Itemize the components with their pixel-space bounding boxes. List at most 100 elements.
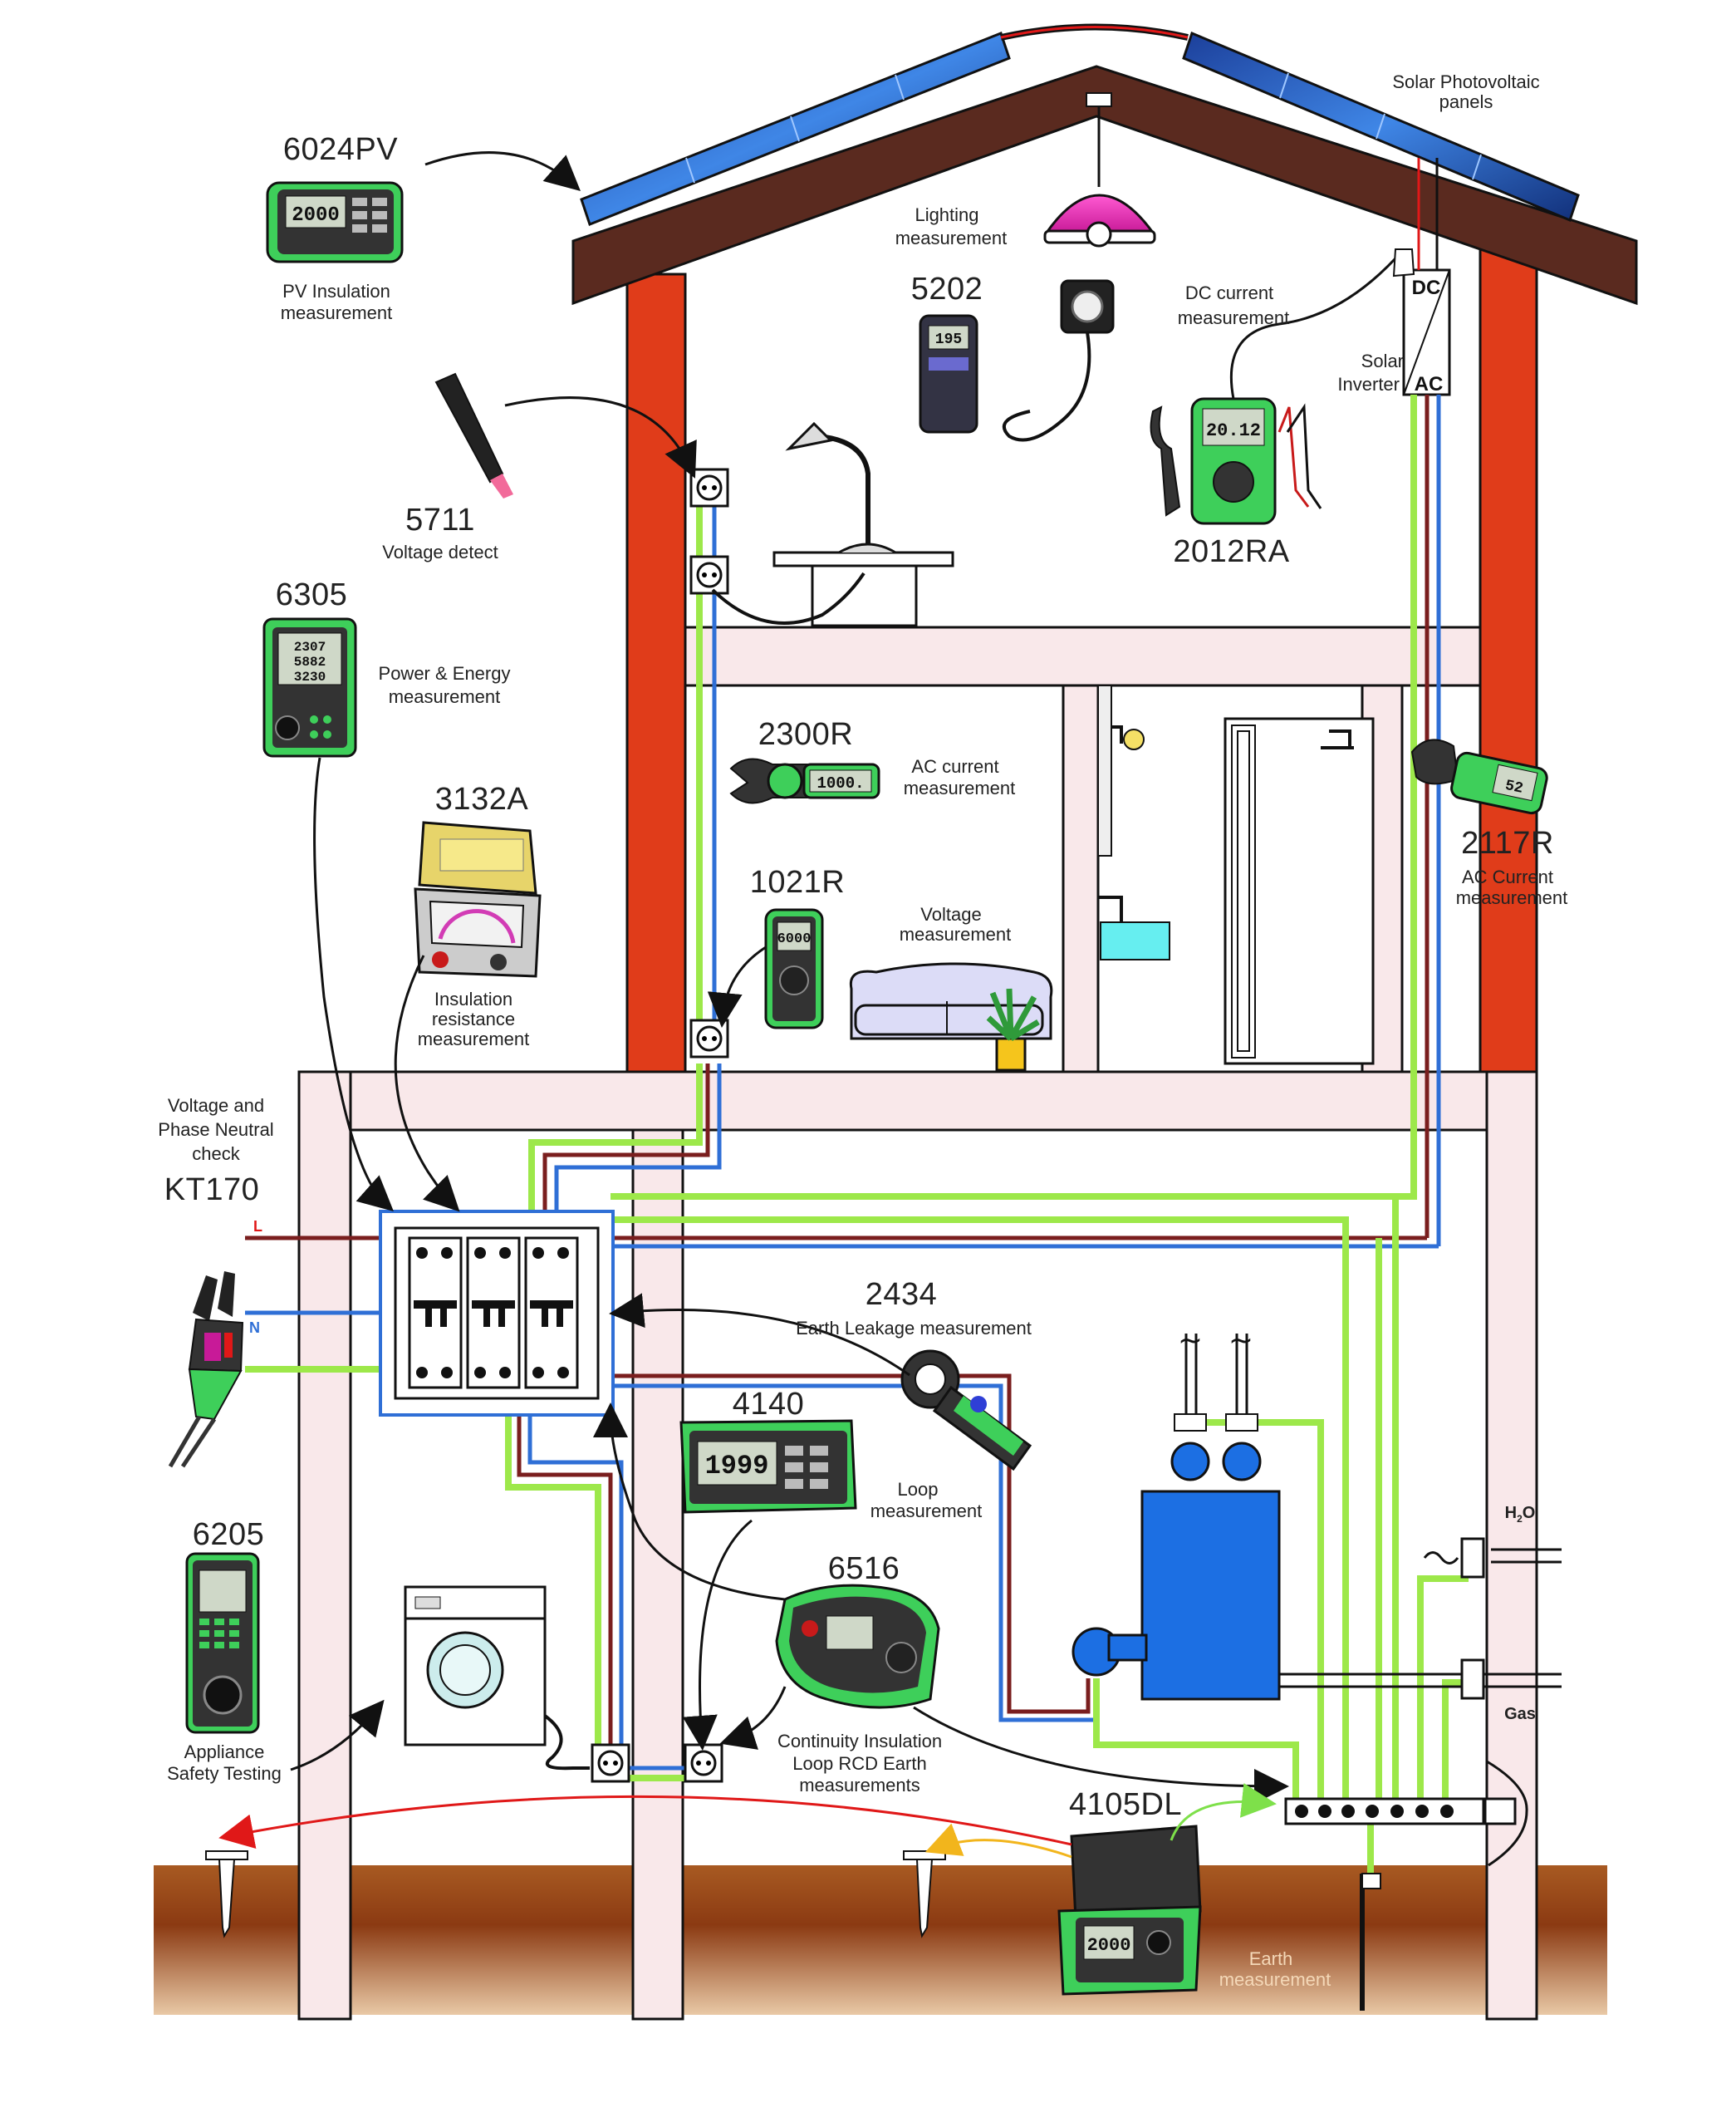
label-2117r: 2117R: [1461, 826, 1554, 861]
wire-l-label: L: [253, 1218, 262, 1235]
screen-2012: 20.12: [1206, 420, 1261, 441]
label-voltage-2: measurement: [899, 924, 1012, 945]
label-6305: 6305: [275, 577, 348, 612]
label-voltage-phase-1: Voltage and: [167, 1095, 265, 1116]
label-solar-inverter-2: Inverter: [1337, 374, 1400, 395]
label-kt170: KT170: [164, 1172, 260, 1207]
label-ac-current2-2: measurement: [1455, 887, 1568, 908]
label-3132a: 3132A: [434, 782, 529, 817]
label-power-energy-2: measurement: [388, 686, 501, 707]
lower-right-wall: [1485, 1070, 1538, 2021]
ground: [154, 1865, 1607, 2015]
instrument-kt170: [168, 1271, 244, 1468]
label-voltage-phase-2: Phase Neutral: [158, 1119, 274, 1140]
instrument-2300r: 1000.: [729, 758, 880, 804]
instrument-6024pv: 2000: [266, 181, 404, 263]
consumer-unit: [379, 1210, 615, 1417]
instrument-4105dl: 2000: [1057, 1825, 1202, 1996]
h2o-h: H: [1504, 1504, 1518, 1522]
left-upper-wall: [625, 273, 687, 1073]
plant: [986, 988, 1040, 1072]
green-earth-arrow: [1170, 1782, 1277, 1841]
socket-upper-3: [689, 1019, 729, 1059]
instrument-6516: [775, 1584, 940, 1709]
socket-lower-2: [684, 1743, 723, 1783]
socket-lower-1: [591, 1743, 630, 1783]
label-pv-insulation-1: PV Insulation: [282, 281, 390, 302]
upper-floor-slab: [684, 626, 1482, 687]
sofa: [849, 962, 1053, 1040]
solar-panels-left: [580, 32, 1011, 226]
instrument-2117r: 52: [1410, 739, 1548, 815]
screen-2117: 52: [1503, 778, 1524, 798]
instrument-1021r: 6000: [764, 908, 824, 1029]
h2o-sub: 2: [1517, 1513, 1523, 1525]
label-continuity-2: Loop RCD Earth: [792, 1753, 927, 1774]
label-solar-inverter-1: Solar: [1361, 351, 1404, 371]
label-earth-1: Earth: [1248, 1948, 1293, 1969]
instrument-5202: 195: [919, 279, 1115, 442]
desk-lamp: [711, 421, 954, 627]
right-upper-wall: [1479, 248, 1538, 1073]
screen-6305-2: 5882: [294, 655, 326, 670]
partition-1: [1062, 684, 1100, 1073]
label-earth-leakage: Earth Leakage measurement: [796, 1318, 1032, 1339]
screen-5202: 195: [935, 332, 962, 348]
inverter-ac: AC: [1415, 373, 1444, 395]
label-dc-current-2: measurement: [1177, 307, 1290, 328]
screen-4105: 2000: [1087, 1935, 1131, 1956]
label-6024pv: 6024PV: [282, 132, 399, 167]
lower-mid-wall: [631, 1128, 684, 2021]
inverter-dc: DC: [1412, 277, 1441, 299]
label-voltage-1: Voltage: [920, 904, 982, 925]
screen-6024: 2000: [292, 204, 340, 227]
label-voltage-phase-3: check: [192, 1143, 240, 1164]
label-5202: 5202: [910, 272, 983, 307]
instrument-2012ra: 20.12: [1150, 248, 1415, 525]
label-ac-current-2: measurement: [903, 778, 1016, 798]
instrument-4140: 1999: [679, 1419, 857, 1514]
label-h2o: H2O: [1495, 1504, 1545, 1525]
label-lighting-1: Lighting: [915, 204, 979, 225]
main-earth-bar: [1284, 1760, 1528, 1867]
label-continuity-3: measurements: [799, 1775, 920, 1795]
wire-n-label: N: [249, 1319, 260, 1336]
lower-left-wall: [297, 1070, 352, 2021]
roof: [571, 65, 1638, 306]
h2o-o: O: [1522, 1504, 1536, 1522]
solar-panels-right: [1182, 31, 1580, 223]
instrument-6205: [185, 1552, 260, 1734]
middle-slab: [297, 1070, 1538, 1132]
ceiling-hook: [1086, 92, 1112, 107]
label-pv-insulation-2: measurement: [280, 302, 393, 323]
earth-spike-1: [205, 1850, 248, 1938]
label-insulation-1: Insulation: [434, 989, 513, 1009]
instrument-5711: [434, 372, 513, 499]
screen-6305-3: 3230: [294, 670, 326, 685]
label-solar-pv-1: Solar Photovoltaic: [1392, 71, 1540, 92]
arrows: [290, 151, 1289, 1804]
label-solar-pv-2: panels: [1439, 91, 1493, 112]
label-5711: 5711: [405, 503, 475, 538]
ac-supply-tilde-2: ~: [1228, 1324, 1253, 1358]
feed-wiring: [245, 1064, 1503, 1882]
label-voltage-detect: Voltage detect: [382, 542, 498, 562]
instrument-6305: 2307 5882 3230: [262, 617, 357, 758]
label-appliance-2: Safety Testing: [167, 1763, 282, 1784]
label-6205: 6205: [192, 1517, 265, 1552]
screen-6305-1: 2307: [294, 640, 326, 655]
label-ac-current-1: AC current: [911, 756, 999, 777]
bathroom: [1097, 685, 1375, 1065]
label-continuity-1: Continuity Insulation: [777, 1731, 943, 1751]
boiler: [1072, 1334, 1562, 1701]
label-dc-current-1: DC current: [1184, 282, 1274, 303]
ac-supply-tilde-1: ~: [1178, 1324, 1203, 1358]
label-appliance-1: Appliance: [184, 1741, 265, 1762]
label-insulation-3: measurement: [417, 1029, 530, 1049]
instrument-2434: [900, 1349, 1032, 1471]
label-gas: Gas: [1504, 1705, 1536, 1723]
label-power-energy-1: Power & Energy: [378, 663, 511, 684]
label-loop-2: measurement: [870, 1501, 983, 1521]
label-4140: 4140: [732, 1387, 805, 1422]
